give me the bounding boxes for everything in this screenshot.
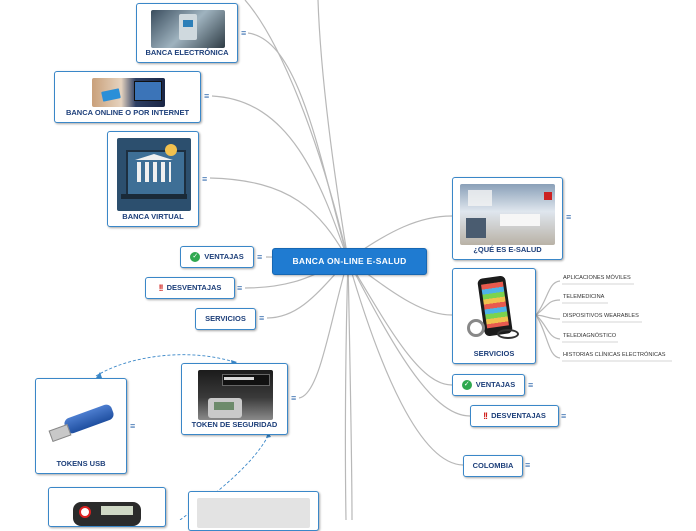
dashed-link-token-usb [95, 354, 235, 377]
check-circle-icon: ✓ [190, 252, 201, 262]
link-bottom-1 [347, 259, 353, 520]
notes-icon[interactable]: ≡ [202, 174, 208, 184]
node-ventajas-left[interactable]: ✓ VENTAJAS [180, 246, 254, 268]
notes-icon[interactable]: ≡ [525, 460, 531, 470]
node-servicios-left[interactable]: SERVICIOS [195, 308, 256, 330]
node-ventajas-right[interactable]: ✓ VENTAJAS [452, 374, 525, 396]
leaf-dispositivos-wearables[interactable]: DISPOSITIVOS WEARABLES [563, 313, 639, 319]
link-colombia [347, 259, 464, 466]
desventajas-left-label: DESVENTAJAS [166, 283, 222, 292]
notes-icon[interactable]: ≡ [241, 28, 247, 38]
link-banca-virtual [209, 177, 349, 261]
node-tokens-usb[interactable]: TOKENS USB [35, 378, 127, 474]
node-token-device-partial[interactable] [48, 487, 166, 527]
que-es-label: ¿QUÉ ES E-SALUD [473, 245, 542, 254]
ventajas-right-label: VENTAJAS [475, 380, 516, 389]
dashed-link-token-bottom [179, 435, 269, 520]
colombia-label: COLOMBIA [472, 461, 514, 470]
notes-icon[interactable]: ≡ [561, 411, 567, 421]
token-image [198, 370, 273, 420]
double-exclamation-icon: !! [483, 411, 488, 421]
usb-token-image [46, 391, 118, 451]
desventajas-right-label: DESVENTAJAS [491, 411, 546, 420]
link-servicios-item-5 [535, 314, 561, 359]
node-banca-electronica[interactable]: BANCA ELECTRÓNICA [136, 3, 238, 63]
node-banca-online[interactable]: BANCA ONLINE O POR INTERNET [54, 71, 201, 123]
node-que-es-esalud[interactable]: ¿QUÉ ES E-SALUD [452, 177, 563, 260]
notes-icon[interactable]: ≡ [259, 313, 265, 323]
banca-virtual-label: BANCA VIRTUAL [122, 212, 184, 221]
link-servicios-item-3 [535, 314, 561, 320]
node-colombia[interactable]: COLOMBIA [463, 455, 523, 477]
notes-icon[interactable]: ≡ [204, 91, 210, 101]
servicios-left-label: SERVICIOS [205, 314, 246, 323]
banca-online-label: BANCA ONLINE O POR INTERNET [65, 108, 190, 117]
double-exclamation-icon: !! [158, 283, 164, 293]
bank-laptop-image [117, 138, 191, 211]
node-desventajas-left[interactable]: !! DESVENTAJAS [145, 277, 235, 299]
link-servicios-item-4 [535, 314, 561, 340]
link-desventajas-right [347, 259, 471, 417]
link-bottom-2 [344, 259, 349, 520]
central-topic[interactable]: BANCA ON-LINE E-SALUD [272, 248, 427, 275]
link-servicios-item-2 [535, 299, 561, 316]
leaf-aplicaciones-moviles[interactable]: APLICACIONES MÓVILES [563, 275, 631, 281]
link-token [298, 259, 349, 399]
token-label: TOKEN DE SEGURIDAD [191, 420, 278, 429]
banca-electronica-image [151, 10, 225, 48]
link-top-offscreen-2 [244, 0, 349, 261]
ventajas-left-label: VENTAJAS [204, 252, 244, 261]
check-circle-icon: ✓ [461, 380, 472, 390]
notes-icon[interactable]: ≡ [528, 380, 534, 390]
leaf-historias-clinicas[interactable]: HISTORIAS CLÍNICAS ELECTRÓNICAS [563, 352, 666, 358]
link-banca-electronica [247, 32, 349, 261]
leaf-telemedicina[interactable]: TELEMEDICINA [563, 294, 605, 300]
notes-icon[interactable]: ≡ [257, 252, 263, 262]
link-ventajas-right [347, 259, 453, 386]
banca-online-image [92, 78, 165, 107]
mind-map-canvas: BANCA ELECTRÓNICA ≡ BANCA ONLINE O POR I… [35, 0, 672, 531]
bottom-node-image [197, 498, 310, 528]
notes-icon[interactable]: ≡ [291, 393, 297, 403]
token-device-image [73, 496, 143, 526]
node-token-seguridad[interactable]: TOKEN DE SEGURIDAD [181, 363, 288, 435]
leaf-telediagnostico[interactable]: TELEDIAGNÓSTICO [563, 333, 617, 339]
node-servicios-right[interactable]: SERVICIOS [452, 268, 536, 364]
link-top-offscreen-1 [317, 0, 349, 261]
link-banca-online [211, 95, 349, 261]
banca-electronica-label: BANCA ELECTRÓNICA [145, 48, 229, 57]
node-banca-virtual[interactable]: BANCA VIRTUAL [107, 131, 199, 227]
notes-icon[interactable]: ≡ [566, 212, 572, 222]
notes-icon[interactable]: ≡ [130, 421, 136, 431]
node-bottom-partial[interactable] [188, 491, 319, 531]
tokens-usb-label: TOKENS USB [56, 459, 106, 468]
notes-icon[interactable]: ≡ [237, 283, 243, 293]
hospital-room-image [460, 184, 555, 245]
servicios-right-label: SERVICIOS [473, 349, 515, 358]
node-desventajas-right[interactable]: !! DESVENTAJAS [470, 405, 559, 427]
phone-stethoscope-image [463, 275, 527, 343]
link-servicios-item-1 [535, 280, 561, 316]
